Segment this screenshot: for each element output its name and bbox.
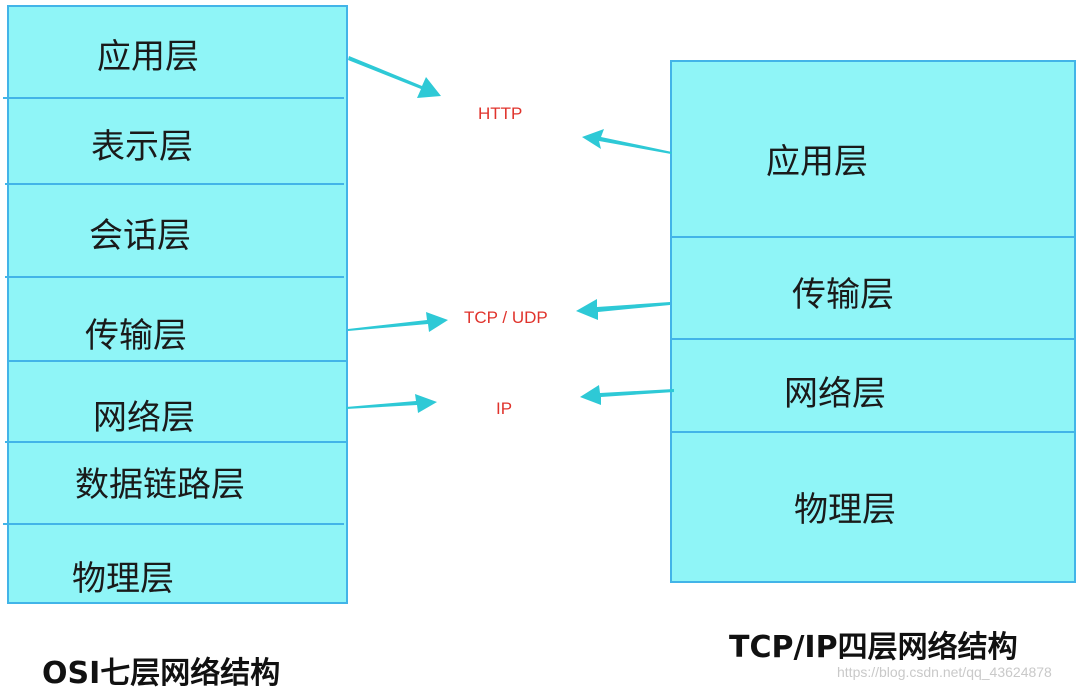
osi-layer-transport: 传输层 [9,279,346,363]
osi-layer-label: 表示层 [91,126,193,167]
arrow-tcpip-transport [576,299,670,320]
osi-divider [3,523,344,525]
osi-divider [3,97,344,99]
osi-layer-label: 传输层 [85,315,187,356]
osi-divider [5,441,346,443]
protocol-tcp-udp: TCP / UDP [464,308,548,327]
tcpip-caption: TCP/IP四层网络结构 [729,630,1018,665]
osi-stack: 应用层 表示层 会话层 传输层 网络层 数据链路层 物理层 [7,5,348,604]
osi-caption: OSI七层网络结构 [42,656,281,691]
osi-layer-presentation: 表示层 [9,100,346,186]
osi-divider [5,183,344,185]
osi-layer-label: 应用层 [97,37,199,77]
protocol-http: HTTP [478,104,523,123]
watermark-text: https://blog.csdn.net/qq_43624878 [837,664,1052,680]
tcpip-divider [672,338,1074,340]
osi-layer-label: 数据链路层 [75,464,245,505]
tcpip-layer-application: 应用层 [672,62,1074,238]
arrow-osi-application [348,56,441,98]
osi-layer-label: 网络层 [93,398,195,438]
tcpip-layer-physical: 物理层 [672,433,1074,581]
osi-layer-network: 网络层 [9,363,346,444]
osi-layer-physical: 物理层 [9,526,346,604]
protocol-ip: IP [496,399,513,418]
tcpip-divider [672,236,1074,238]
osi-layer-label: 物理层 [72,558,174,599]
osi-layer-session: 会话层 [9,186,346,279]
arrow-osi-transport [348,312,448,332]
arrow-tcpip-network [580,385,674,405]
arrow-osi-network [346,394,437,413]
osi-divider [5,276,344,278]
tcpip-layer-label: 网络层 [784,374,886,414]
osi-layer-application: 应用层 [9,7,346,100]
tcpip-layer-network: 网络层 [672,340,1074,433]
tcpip-layer-label: 传输层 [792,274,894,315]
tcpip-layer-label: 物理层 [794,489,896,530]
osi-layer-datalink: 数据链路层 [9,444,346,526]
osi-divider [7,360,346,362]
osi-layer-label: 会话层 [89,216,191,256]
tcpip-stack: 应用层 传输层 网络层 物理层 [670,60,1076,583]
tcpip-layer-label: 应用层 [766,141,868,182]
tcpip-layer-transport: 传输层 [672,238,1074,340]
tcpip-divider [672,431,1074,433]
arrow-tcpip-application [582,129,672,154]
